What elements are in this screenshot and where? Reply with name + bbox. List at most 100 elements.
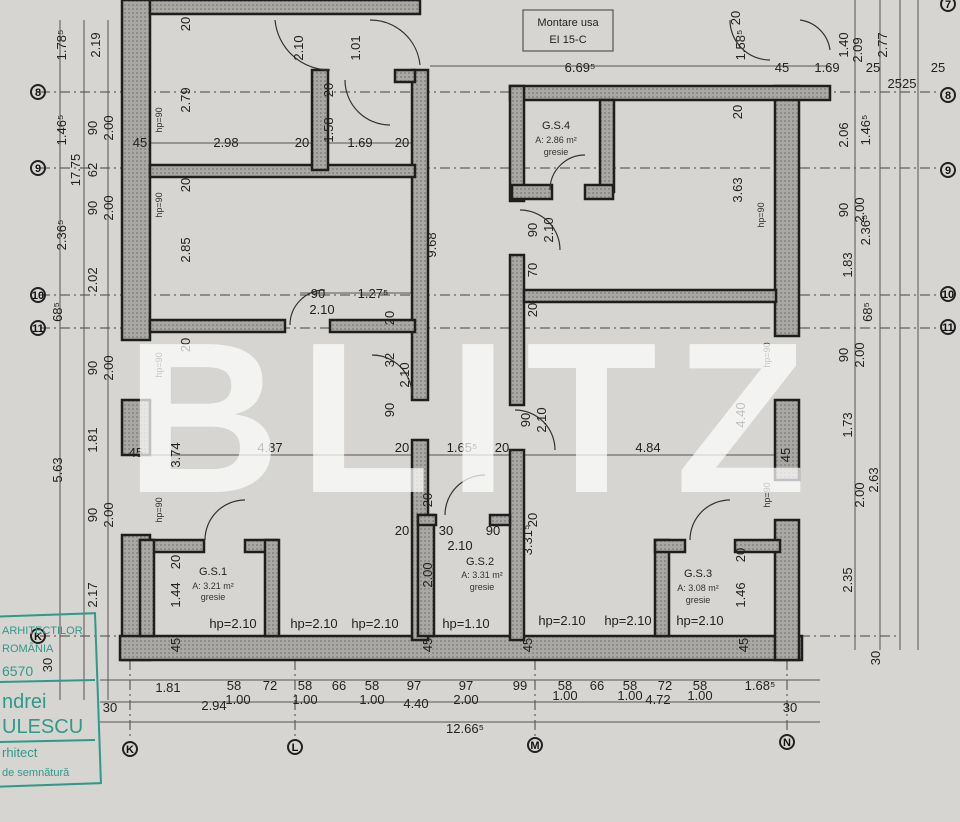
dim: 2.00 (101, 355, 116, 380)
dim: 97 (459, 678, 473, 693)
dim: 2.10 (397, 362, 412, 387)
dim: 58 (227, 678, 241, 693)
room-finish: gresie (686, 595, 711, 605)
dim: 1.46⁵ (858, 115, 873, 146)
dim: 25 (931, 60, 945, 75)
dim: 1.00 (225, 692, 250, 707)
dim: 20 (178, 178, 193, 192)
dim: 2.10 (541, 217, 556, 242)
dim: hp=90 (762, 342, 772, 367)
dim: 45 (420, 638, 435, 652)
dim: 2.63 (866, 467, 881, 492)
room-area: A: 3.21 m² (192, 581, 234, 591)
dim: 4.40 (733, 402, 748, 427)
axis-label: 8 (35, 87, 41, 99)
dim: 1.69 (814, 60, 839, 75)
dim: 2.98 (213, 135, 238, 150)
dim: hp=90 (154, 497, 164, 522)
dim: 72 (658, 678, 672, 693)
dim: 1.44 (168, 582, 183, 607)
dim: 2.00 (101, 195, 116, 220)
dim: 1.68⁵ (745, 678, 776, 693)
dim: 45 (520, 638, 535, 652)
dim: 90 (85, 121, 100, 135)
dim: 2.09 (850, 37, 865, 62)
dim: hp=2.10 (351, 616, 398, 631)
axis-label: 11 (32, 323, 44, 335)
dim: 2.85 (178, 237, 193, 262)
dim: 58 (693, 678, 707, 693)
stamp-text: rhitect (2, 745, 38, 760)
dim: 68⁵ (860, 302, 875, 322)
dim: 20 (395, 440, 409, 455)
axis-label: N (783, 737, 791, 749)
stamp-text: ndrei (2, 691, 46, 713)
room-area: A: 3.31 m² (461, 570, 503, 580)
dim: 20 (728, 11, 743, 25)
dim: 90 (311, 286, 325, 301)
room-name: G.S.4 (542, 120, 570, 132)
dim: 90 (518, 413, 533, 427)
dim: 2.02 (85, 267, 100, 292)
dim: hp=1.10 (442, 616, 489, 631)
dim: 72 (263, 678, 277, 693)
dim: 58 (365, 678, 379, 693)
dim: 2.00 (852, 342, 867, 367)
dim: 2.10 (447, 538, 472, 553)
dim: 66 (332, 678, 346, 693)
dim: hp=90 (756, 202, 766, 227)
interior-dimensions: 2.10 1.01 2.79 20 20 1.58 hp=90 45 2.98 … (133, 17, 751, 652)
dim: 90 (85, 508, 100, 522)
axis-label: K (34, 631, 42, 643)
room-name: G.S.1 (199, 566, 227, 578)
dim: 20 (525, 303, 540, 317)
dim: 2.35 (840, 567, 855, 592)
dim: 2.10 (534, 407, 549, 432)
dim: hp=2.10 (604, 613, 651, 628)
dim: hp=90 (762, 482, 772, 507)
dim: 2.00 (453, 692, 478, 707)
dim: 1.69 (347, 135, 372, 150)
note-line-2: EI 15-C (549, 34, 586, 46)
dim: 66 (590, 678, 604, 693)
dim: 2.00 (101, 502, 116, 527)
stamp-text: ULESCU (2, 716, 83, 738)
dim: 20 (733, 548, 748, 562)
dim: 20 (295, 135, 309, 150)
dim: 1.00 (552, 688, 577, 703)
dim: 1.46⁵ (54, 115, 69, 146)
dim: 90 (836, 203, 851, 217)
right-dimensions: 6.69⁵ 1.58⁵ 20 45 1.69 1.40 2.09 2.77 25… (518, 11, 945, 665)
dim: 2.10 (309, 302, 334, 317)
room-labels: G.S.1 A: 3.21 m² gresie G.S.2 A: 3.31 m²… (192, 120, 719, 605)
dim: 20 (525, 513, 540, 527)
room-area: A: 2.86 m² (535, 135, 577, 145)
room-name: G.S.2 (466, 556, 494, 568)
dim: 4.87 (257, 440, 282, 455)
dim: 2525 (888, 76, 917, 91)
room-finish: gresie (201, 592, 226, 602)
dim: 1.27⁵ (358, 286, 389, 301)
dim: 30 (103, 700, 117, 715)
dim: 20 (382, 311, 397, 325)
bottom-dimensions: 1.81 58 72 58 66 58 97 97 99 58 66 58 72… (103, 678, 797, 736)
dim: 45 (775, 60, 789, 75)
dim: 30 (868, 651, 883, 665)
dim: 17.75 (68, 154, 83, 187)
dim: 1.81 (85, 427, 100, 452)
dim: 2.79 (178, 87, 193, 112)
dim: 6.69⁵ (565, 60, 596, 75)
dim: 2.10 (291, 35, 306, 60)
dim: 90 (85, 201, 100, 215)
dim: 1.58 (321, 117, 336, 142)
dim: 2.36⁵ (858, 215, 873, 246)
architect-stamp: ARHITECTILOR ROMÂNIA 6570 ndrei ULESCU r… (0, 612, 102, 788)
dim: 3.74 (168, 442, 183, 467)
dim: 90 (382, 403, 397, 417)
dim: 2.00 (420, 562, 435, 587)
dim: 1.83 (840, 252, 855, 277)
dim: 3.31⁵ (520, 525, 535, 556)
dim: 20 (178, 338, 193, 352)
axis-label: 8 (945, 90, 951, 102)
